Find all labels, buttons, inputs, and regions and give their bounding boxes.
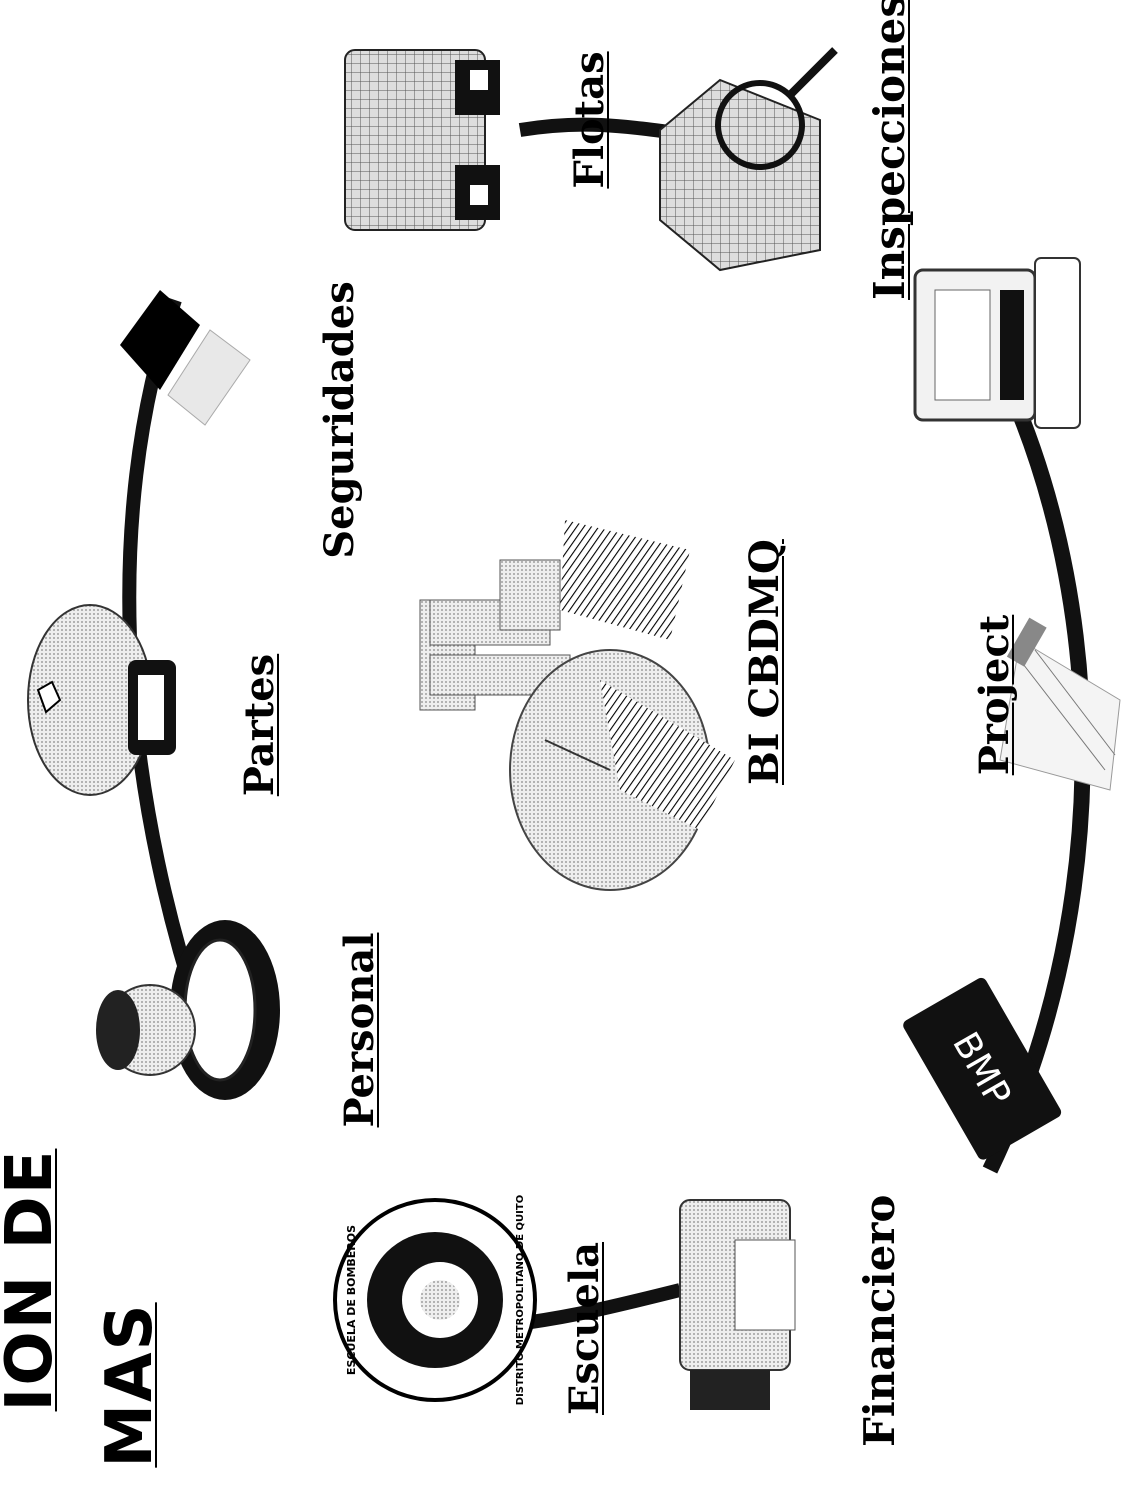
label-flotas[interactable]: Flotas — [565, 45, 615, 195]
page-title-line2: MAS — [90, 1285, 170, 1485]
seguridades-icon — [120, 290, 250, 425]
escuela-seal-logo: ESCUELA DE BOMBEROS DISTRITO METROPOLITA… — [335, 1195, 535, 1405]
printer-icon — [915, 258, 1080, 428]
label-personal[interactable]: Personal — [335, 915, 385, 1145]
label-project[interactable]: Project — [970, 600, 1020, 790]
label-financiero[interactable]: Financiero — [853, 1197, 907, 1447]
building-inspection-icon — [660, 50, 835, 270]
bell-icon — [28, 605, 176, 795]
helmet-icon — [96, 920, 280, 1100]
label-inspecciones[interactable]: Inspecciones — [863, 0, 917, 302]
label-partes[interactable]: Partes — [235, 645, 285, 805]
seal-bottom-text: DISTRITO METROPOLITANO DE QUITO — [515, 1195, 526, 1405]
page-title-line1: ION DE — [0, 1135, 70, 1425]
diagram-canvas: ESCUELA DE BOMBEROS DISTRITO METROPOLITA… — [0, 0, 1140, 1425]
bi-chart-icon — [420, 520, 735, 890]
fire-truck-icon — [345, 50, 500, 230]
label-seguridades[interactable]: Seguridades — [315, 270, 365, 570]
label-escuela[interactable]: Escuela — [560, 1245, 610, 1415]
seal-top-text: ESCUELA DE BOMBEROS — [345, 1225, 358, 1375]
label-bi-cbdmq[interactable]: BI CBDMQ — [740, 565, 790, 785]
calculator-icon — [680, 1200, 795, 1410]
